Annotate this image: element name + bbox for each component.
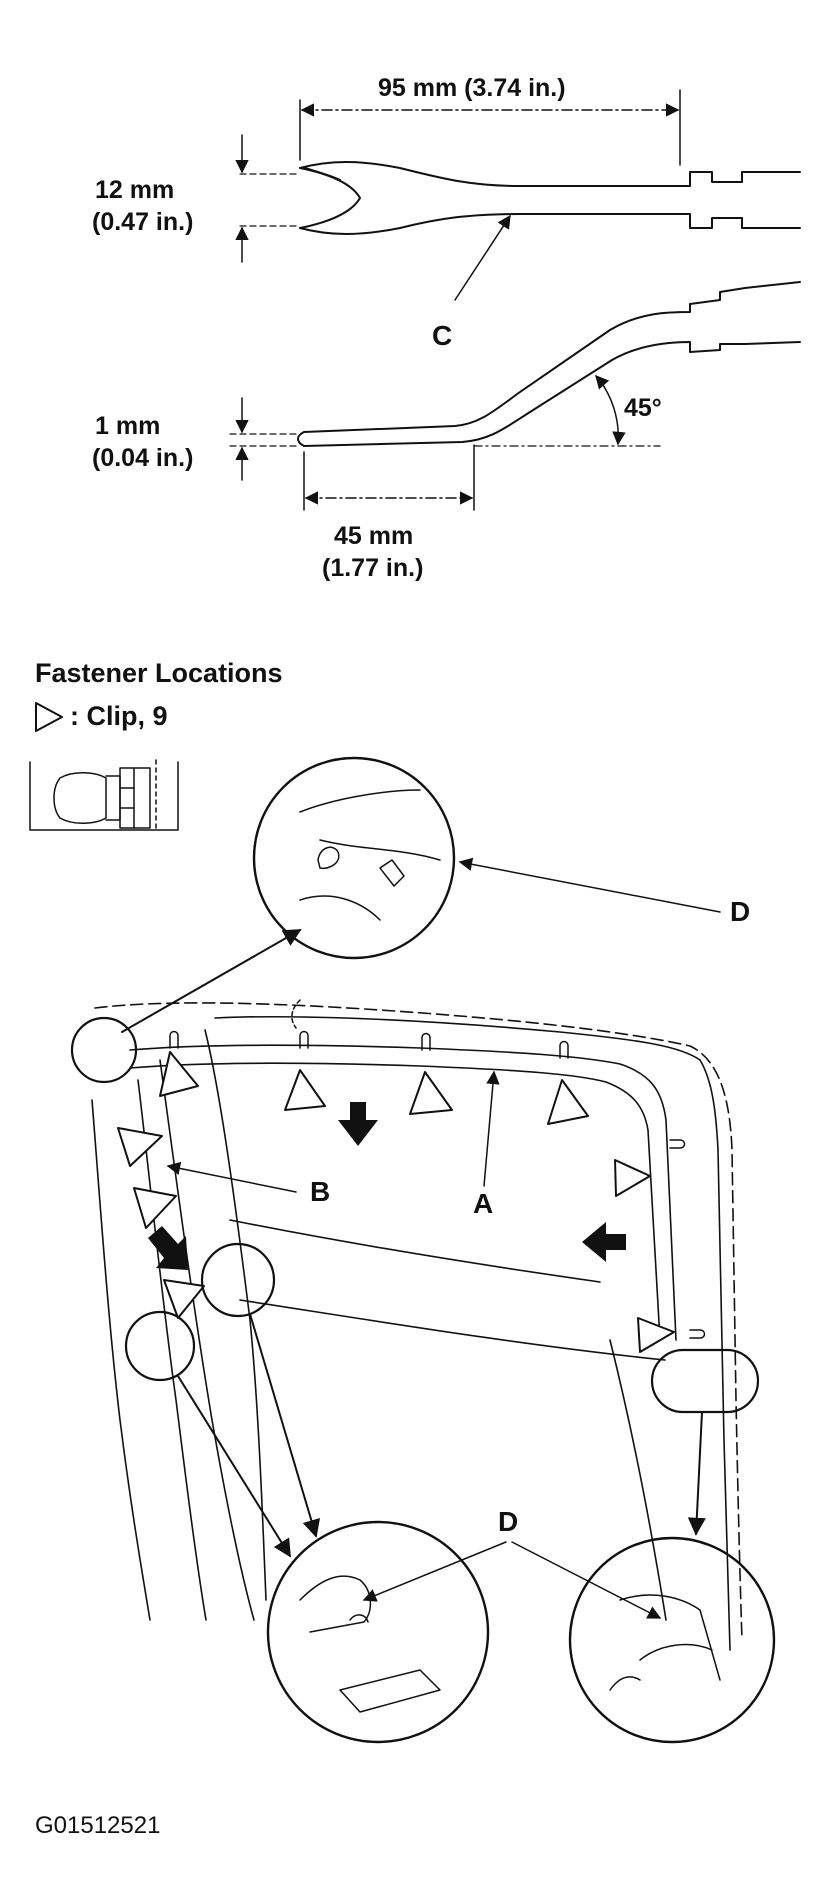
bend-angle-label: 45°: [624, 394, 662, 422]
clip-cross-section-sketch: [29, 759, 179, 831]
tip-thickness-label-in: (0.04 in.): [92, 444, 194, 472]
pull-direction-arrows: [148, 1102, 626, 1270]
flat-length-label-in: (1.77 in.): [322, 554, 424, 582]
callout-c-label: C: [432, 320, 453, 351]
figure-id: G01512521: [35, 1812, 161, 1839]
clip-legend-text: : Clip, 9: [70, 701, 168, 731]
callout-leaders: [166, 857, 721, 1619]
clip-marker: [637, 1317, 675, 1353]
door-panel: [91, 1002, 743, 1651]
clip-marker: [133, 1187, 177, 1229]
length-dimension-label: 95 mm (3.74 in.): [378, 74, 566, 102]
callout-b-label: B: [310, 1176, 331, 1207]
callout-c-leader: [454, 214, 511, 301]
callout-d-bottom-label: D: [498, 1506, 519, 1537]
fork-gap-label-mm: 12 mm: [95, 176, 175, 204]
callout-d-top-label: D: [730, 896, 751, 927]
fork-gap-label-in: (0.47 in.): [92, 208, 194, 236]
clip-marker: [284, 1069, 326, 1111]
magnified-detail-views: [252, 756, 776, 1744]
clip-marker: [409, 1071, 453, 1115]
flat-length-label-mm: 45 mm: [334, 522, 414, 550]
clip-marker: [614, 1159, 651, 1197]
clip-marker: [117, 1127, 163, 1167]
clip-location-triangles: [117, 1051, 675, 1353]
fork-gap-dimension: [235, 134, 299, 263]
trim-tool-side-view: [297, 281, 801, 447]
clip-triangle-symbol: [35, 702, 63, 732]
callout-a-label: A: [473, 1188, 494, 1219]
clip-tabs: [169, 1030, 706, 1339]
trim-tool-top-view: [299, 161, 801, 235]
detail-leader-arrows: [121, 929, 706, 1558]
bend-angle-dimension: [473, 374, 661, 447]
length-dimension: [299, 89, 681, 166]
flat-length-dimension: [303, 444, 475, 511]
clip-marker: [159, 1051, 199, 1097]
tip-thickness-dimension: [229, 397, 301, 481]
clip-marker: [163, 1279, 205, 1319]
magnified-detail-sketches: [291, 789, 721, 1713]
detail-circles: [70, 1016, 760, 1414]
fastener-locations-heading: Fastener Locations: [35, 658, 283, 688]
clip-marker: [547, 1079, 589, 1125]
tip-thickness-label-mm: 1 mm: [95, 412, 161, 440]
